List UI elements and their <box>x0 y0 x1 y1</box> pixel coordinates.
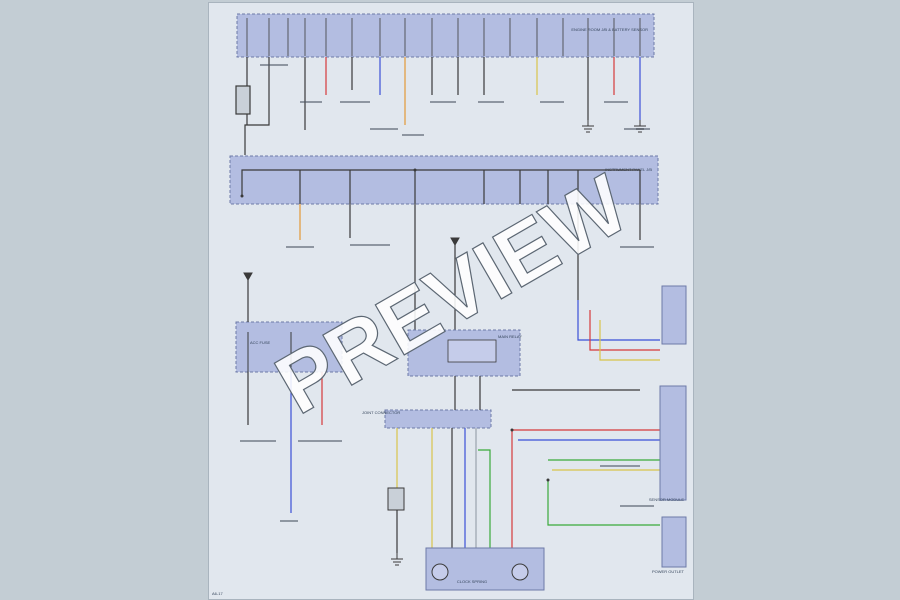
relay-label: MAIN RELAY <box>498 334 522 339</box>
ground-icon-4 <box>450 237 460 247</box>
top-junction-label: ENGINE ROOM J/B & BATTERY SENSOR <box>571 27 648 32</box>
top-fuse-box: ENGINE ROOM J/B & BATTERY SENSOR <box>236 13 655 58</box>
sensor-module-box: SENSOR MODULE <box>649 385 687 502</box>
ground-icon-1 <box>582 120 594 133</box>
power-outlet-label: POWER OUTLET <box>652 569 685 574</box>
bottom-component-box: CLOCK SPRING <box>425 547 545 591</box>
upper-right-module-box <box>661 285 687 345</box>
fine-print-annotations <box>240 64 654 522</box>
lower-left-box: ACC FUSE <box>235 321 343 373</box>
ground-symbols <box>243 120 646 566</box>
right-wire-harness <box>511 300 660 550</box>
relay-box: MAIN RELAY <box>407 329 522 377</box>
ground-icon-5 <box>243 272 253 282</box>
mid-fuse-box: INSTRUMENT PANEL J/B <box>229 155 659 205</box>
mid-bus-wire <box>241 169 641 204</box>
power-outlet-box: POWER OUTLET <box>652 516 687 574</box>
ground-icon-2 <box>634 120 646 133</box>
sensor-module-label: SENSOR MODULE <box>649 497 684 502</box>
mid-drop-wires <box>299 204 641 330</box>
top-fuse-lines <box>246 18 641 56</box>
connector-label: JOINT CONNECTOR <box>362 410 400 415</box>
connector-box: JOINT CONNECTOR <box>362 409 492 429</box>
top-drop-wires <box>246 57 641 130</box>
wire-label-dots <box>240 168 550 482</box>
ground-icon-3 <box>391 553 403 566</box>
lower-left-wires <box>247 280 323 513</box>
connector-wires <box>396 376 491 550</box>
small-fuse-box <box>387 487 405 553</box>
top-side-connection <box>235 85 270 155</box>
page-code: A6-17 <box>212 591 223 596</box>
bottom-component-label: CLOCK SPRING <box>457 579 487 584</box>
lower-left-label: ACC FUSE <box>250 340 271 345</box>
